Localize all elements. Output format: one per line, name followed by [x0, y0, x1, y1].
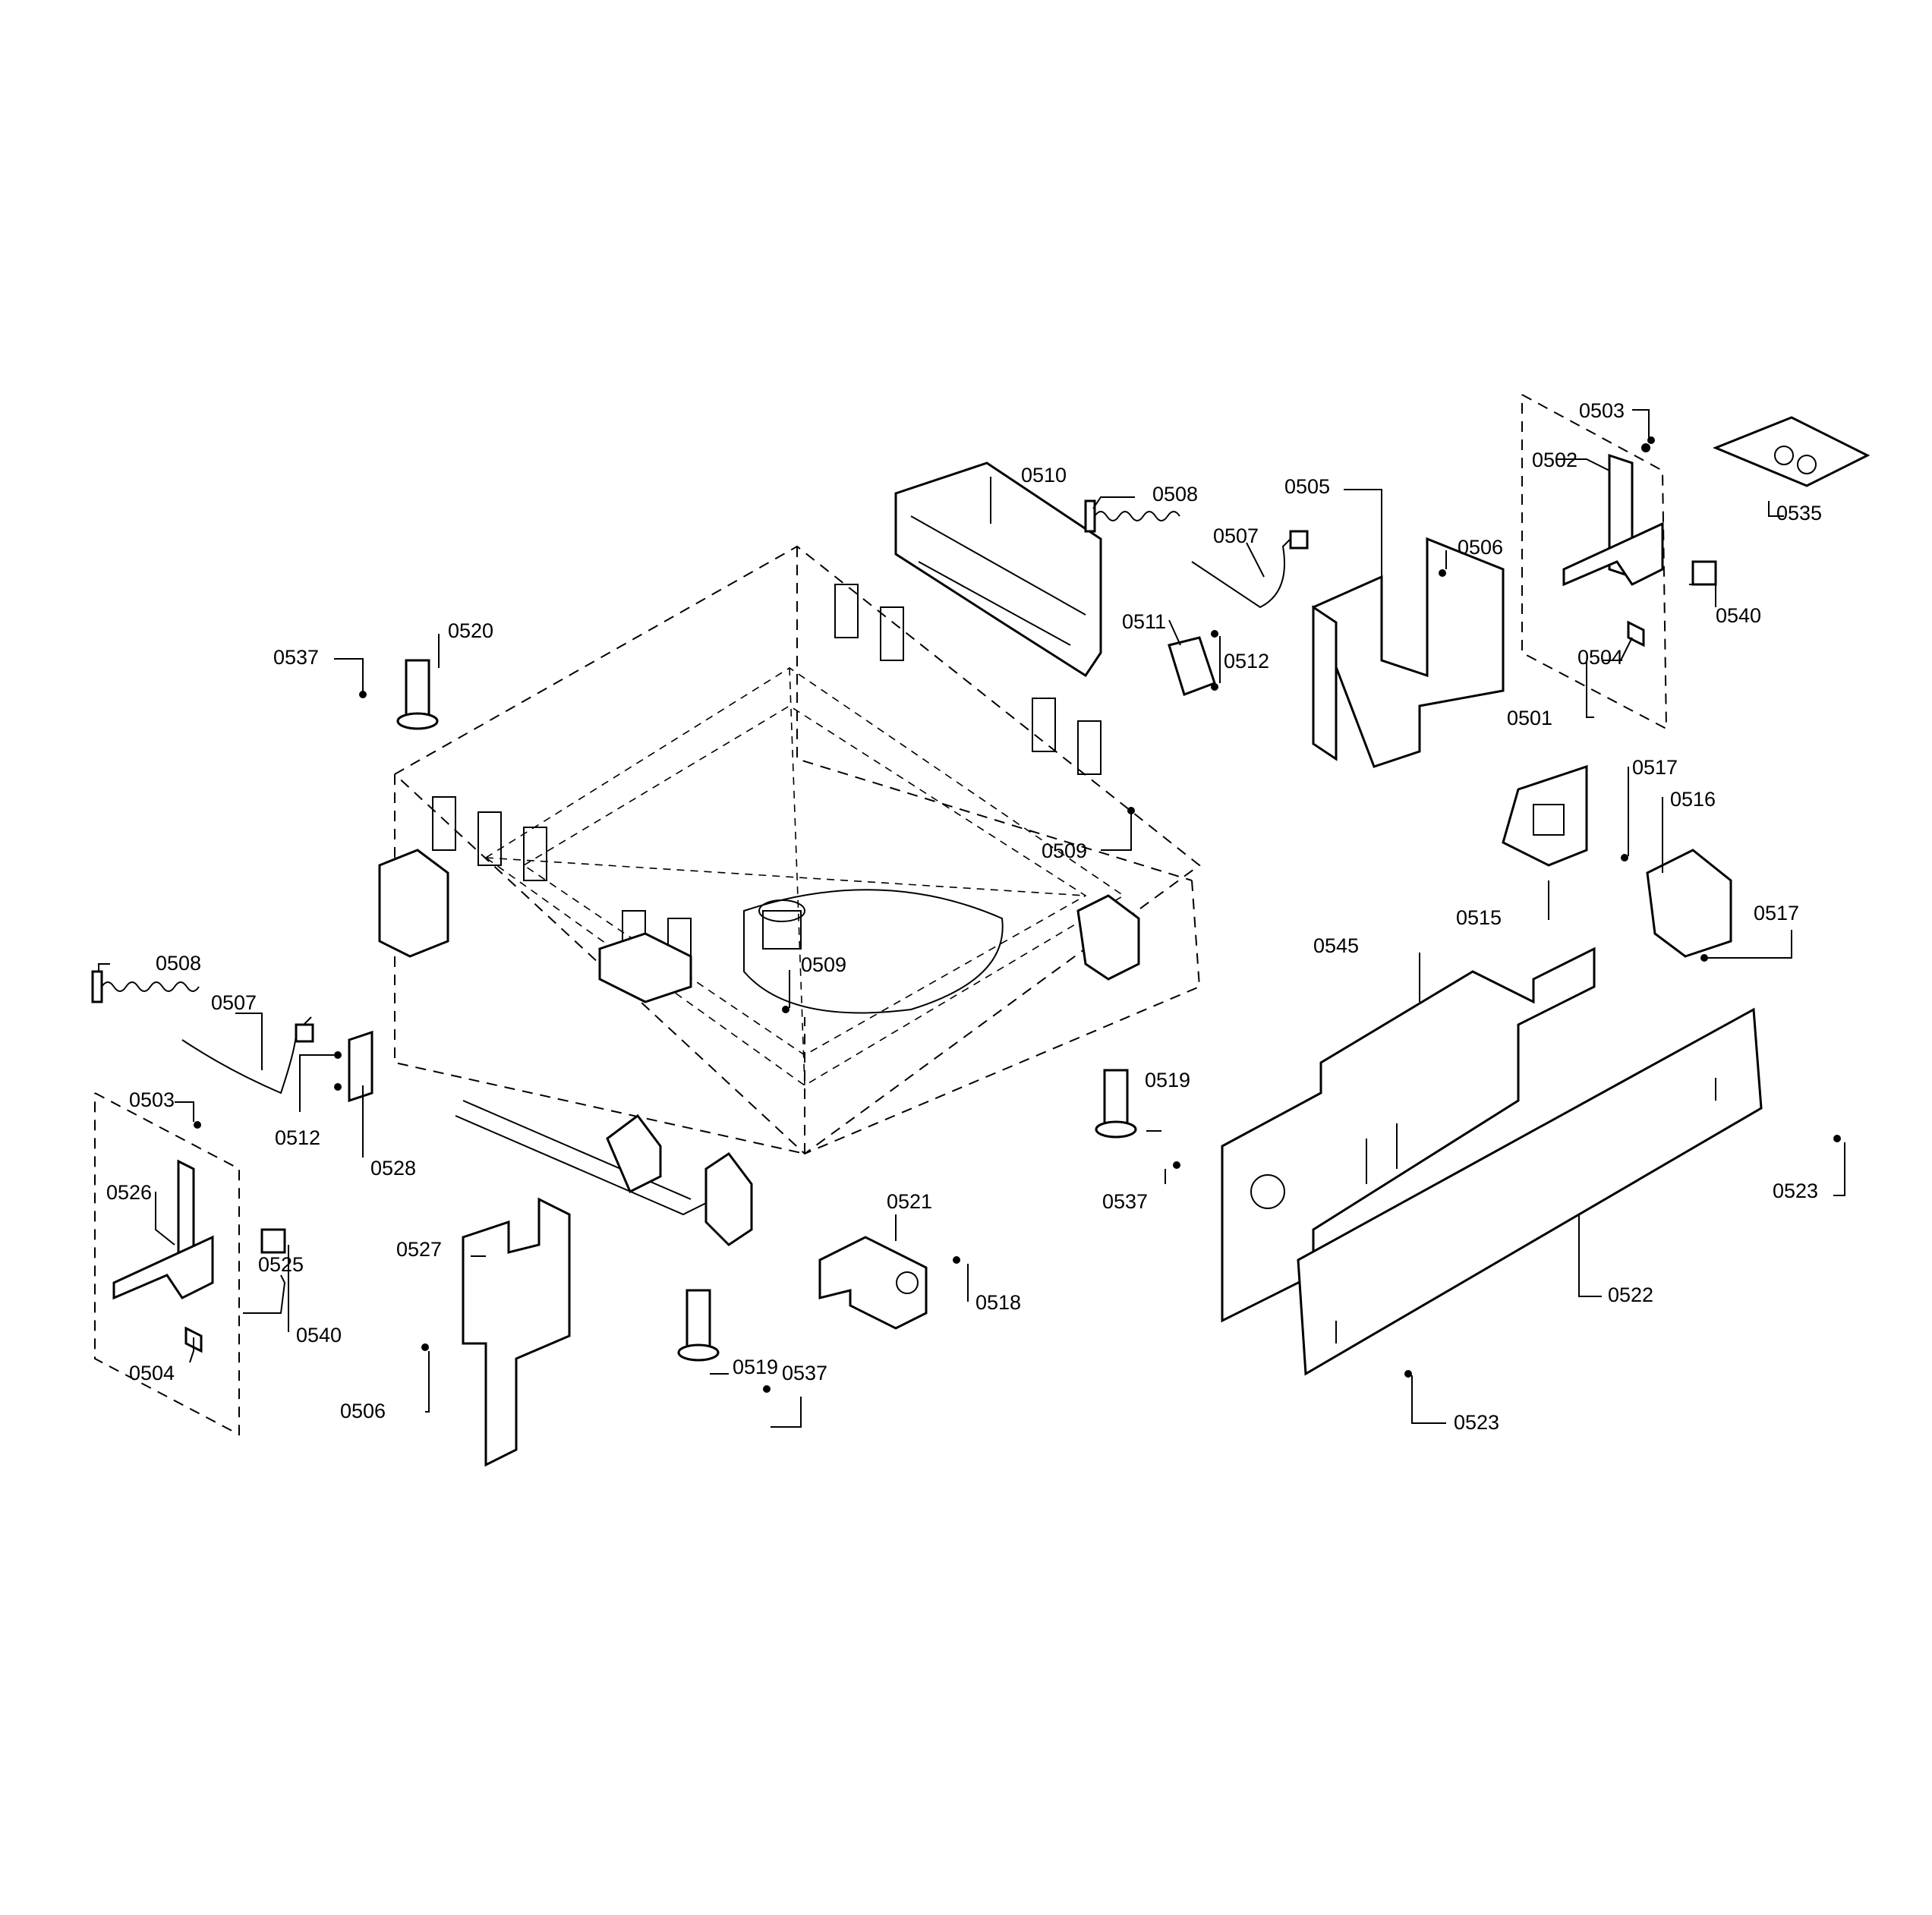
label-0537: 0537 [273, 646, 319, 669]
label-0523: 0523 [1454, 1411, 1499, 1434]
part-0507-cable-left [181, 1016, 314, 1095]
label-0503: 0503 [129, 1088, 175, 1111]
label-0507: 0507 [211, 991, 257, 1014]
label-0512: 0512 [275, 1126, 320, 1149]
label-0508: 0508 [1152, 483, 1198, 506]
part-labels: 0503 0502 0535 0540 0504 0501 0505 0506 … [106, 399, 1822, 1434]
label-0506: 0506 [340, 1400, 386, 1422]
part-0540-clip-left [260, 1228, 286, 1254]
part-0540-clip-right [1691, 560, 1717, 586]
label-0545: 0545 [1313, 934, 1359, 957]
label-0510: 0510 [1021, 464, 1067, 487]
label-0515: 0515 [1456, 906, 1502, 929]
label-0519: 0519 [1145, 1069, 1190, 1091]
label-0517: 0517 [1754, 902, 1799, 924]
label-0523: 0523 [1773, 1180, 1818, 1202]
label-0522: 0522 [1608, 1283, 1653, 1306]
part-0516-cover [1646, 849, 1732, 958]
label-0535: 0535 [1776, 502, 1822, 524]
label-0537: 0537 [1102, 1190, 1148, 1213]
part-0511-bracket [1168, 636, 1216, 696]
label-0526: 0526 [106, 1181, 152, 1204]
label-0503: 0503 [1579, 399, 1625, 422]
label-0517: 0517 [1632, 756, 1678, 779]
label-0506: 0506 [1458, 536, 1503, 559]
label-0540: 0540 [1716, 604, 1761, 627]
label-0502: 0502 [1532, 449, 1577, 471]
label-0504: 0504 [129, 1362, 175, 1384]
part-0519-foot-left [677, 1289, 720, 1362]
part-0528-plate [348, 1030, 373, 1103]
part-0515-control-box [1502, 764, 1588, 867]
label-0516: 0516 [1670, 788, 1716, 811]
label-0512: 0512 [1224, 650, 1269, 672]
label-0521: 0521 [887, 1190, 932, 1213]
label-0507: 0507 [1213, 524, 1259, 547]
label-0518: 0518 [975, 1291, 1021, 1314]
part-0527-hinge-bracket [462, 1197, 571, 1467]
tub-frame [378, 545, 1201, 1246]
part-0535-hardware-card [1713, 416, 1871, 487]
label-0509: 0509 [801, 953, 846, 976]
label-0540: 0540 [296, 1324, 342, 1346]
part-0508-spring-right [1084, 499, 1180, 533]
part-0519-foot-right [1095, 1069, 1137, 1139]
label-0520: 0520 [448, 619, 493, 642]
screws [194, 436, 1841, 1393]
part-0510-dispenser [894, 461, 1102, 678]
label-0504: 0504 [1577, 646, 1623, 669]
part-0508-spring-left [91, 970, 200, 1003]
label-0509: 0509 [1042, 839, 1087, 862]
label-0505: 0505 [1284, 475, 1330, 498]
label-0501: 0501 [1507, 707, 1552, 729]
label-0525: 0525 [258, 1253, 304, 1276]
part-0521-valve [818, 1236, 928, 1330]
part-0507-cable-right [1191, 530, 1309, 609]
part-0501-hinge-assembly [1521, 394, 1668, 730]
label-0508: 0508 [156, 952, 201, 975]
label-0528: 0528 [370, 1157, 416, 1180]
leader-lines [98, 409, 1845, 1428]
part-0520-foot [396, 659, 439, 730]
label-0527: 0527 [396, 1238, 442, 1261]
label-0519: 0519 [733, 1356, 778, 1378]
part-0522-toe-panel [1297, 1007, 1763, 1376]
label-0511: 0511 [1122, 610, 1166, 633]
tub-ribs [432, 584, 1102, 980]
label-0537: 0537 [782, 1362, 827, 1384]
part-0505-hinge-bracket [1312, 537, 1505, 768]
